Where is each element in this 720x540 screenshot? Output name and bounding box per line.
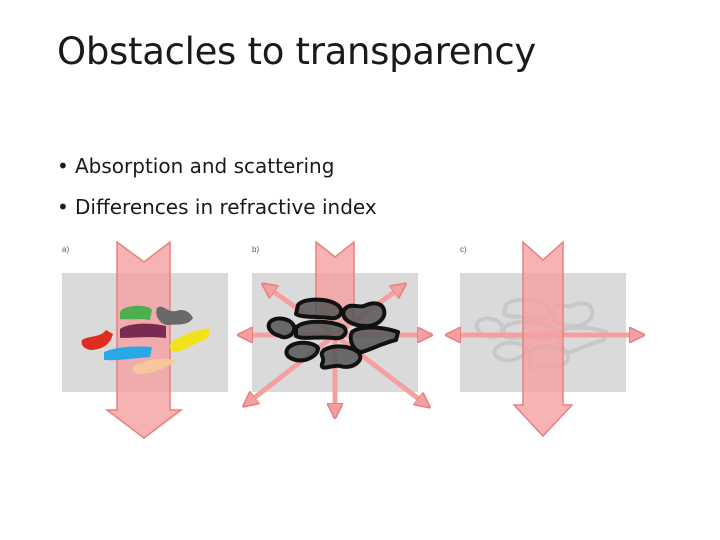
panel-label-b: b) bbox=[252, 245, 259, 254]
absorber-particles bbox=[81, 305, 210, 374]
absorber-blue bbox=[104, 346, 152, 361]
absorber-peach bbox=[132, 358, 176, 374]
scattering-particles bbox=[266, 297, 400, 370]
absorber-green bbox=[120, 305, 152, 320]
bullet-text: Differences in refractive index bbox=[75, 195, 377, 219]
particle-dark bbox=[348, 325, 400, 354]
panel-b: b) bbox=[240, 240, 430, 416]
absorber-purple bbox=[120, 323, 166, 338]
absorber-red bbox=[81, 330, 113, 350]
panel-label-a: a) bbox=[62, 245, 69, 254]
particle-dark bbox=[294, 297, 344, 321]
bullet-list: •Absorption and scattering •Differences … bbox=[57, 146, 377, 228]
transmitted-arrow bbox=[512, 240, 574, 438]
panel-c: c) bbox=[448, 240, 642, 438]
panel-a: a) bbox=[62, 240, 228, 439]
particle-dark bbox=[294, 319, 348, 341]
slide-title: Obstacles to transparency bbox=[57, 30, 537, 73]
particle-dark bbox=[266, 316, 297, 340]
bullet-item: •Differences in refractive index bbox=[57, 187, 377, 228]
bullet-text: Absorption and scattering bbox=[75, 154, 335, 178]
panel-label-c: c) bbox=[460, 245, 467, 254]
particle-dark bbox=[319, 344, 363, 370]
transmitted-arrow bbox=[104, 240, 184, 439]
bullet-dot: • bbox=[57, 154, 69, 178]
absorber-gray bbox=[156, 306, 193, 325]
particle-dark bbox=[284, 340, 320, 363]
bullet-item: •Absorption and scattering bbox=[57, 146, 377, 187]
particle-outline bbox=[492, 340, 528, 363]
particle-dark bbox=[341, 301, 387, 328]
bullet-dot: • bbox=[57, 195, 69, 219]
absorber-yellow bbox=[169, 328, 210, 352]
scatter-arrow-down-left bbox=[245, 332, 338, 405]
